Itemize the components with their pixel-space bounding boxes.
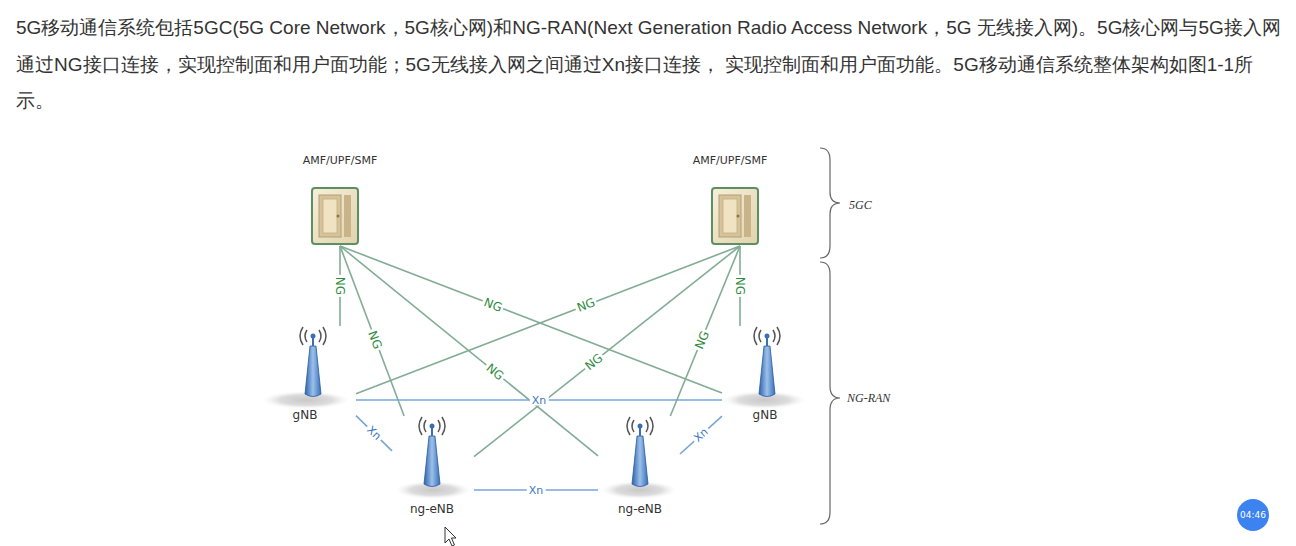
radio-wave [773, 330, 775, 342]
antenna-tip [638, 424, 643, 429]
antenna-tip [311, 334, 316, 339]
radio-wave [419, 417, 422, 435]
core-server-node: AMF/UPF/SMF [682, 150, 782, 246]
station-name: ng-eNB [599, 502, 681, 516]
server-case [712, 188, 758, 244]
server-door [719, 195, 741, 237]
server-door [319, 195, 341, 237]
base-station-node: ng-eNB [392, 416, 474, 520]
server-case [312, 188, 358, 244]
server-handle [337, 215, 340, 218]
core-server-node: AMF/UPF/SMF [290, 150, 390, 246]
mouse-cursor [445, 527, 456, 546]
xn-interface-link [356, 416, 392, 451]
radio-wave [319, 330, 321, 342]
ran-brace [820, 262, 840, 524]
antenna-body [305, 346, 321, 397]
interface-label: NG [334, 275, 346, 297]
radio-wave [442, 417, 445, 435]
radio-wave [438, 420, 440, 432]
radio-wave [424, 420, 426, 432]
ng-interface-link [340, 246, 722, 393]
antenna-body [632, 436, 648, 487]
base-station-node: gNB [722, 326, 814, 426]
group-label: NG-RAN [847, 391, 890, 406]
antenna-tip [765, 334, 770, 339]
core-brace [820, 148, 840, 258]
server-panel [323, 199, 337, 233]
server-name: AMF/UPF/SMF [680, 154, 780, 167]
interface-label: NG [734, 275, 746, 297]
radio-wave [323, 327, 326, 345]
station-name: ng-eNB [391, 502, 473, 516]
interface-label: NG [692, 327, 712, 352]
radio-wave [305, 330, 307, 342]
xn-interface-link [680, 416, 722, 454]
ng-interface-link [670, 246, 740, 416]
interface-label: Xn [527, 485, 546, 496]
radio-wave [646, 420, 648, 432]
server-panel [723, 199, 737, 233]
base-station-node: gNB [262, 326, 356, 426]
station-name: gNB [719, 408, 811, 422]
radio-wave [754, 327, 757, 345]
interface-label: Xn [530, 395, 549, 406]
antenna-body [759, 346, 775, 397]
radio-wave [650, 417, 653, 435]
interface-label: NG [581, 350, 606, 373]
base-station-node: ng-eNB [598, 416, 680, 520]
radio-wave [759, 330, 761, 342]
antenna-body [424, 436, 440, 487]
station-name: gNB [258, 408, 352, 422]
intro-paragraph: 5G移动通信系统包括5GC(5G Core Network，5G核心网)和NG-… [16, 10, 1282, 120]
radio-wave [300, 327, 303, 345]
radio-wave [777, 327, 780, 345]
server-side [344, 195, 351, 237]
ng-interface-link [474, 246, 740, 457]
interface-label: NG [574, 296, 599, 315]
radio-wave [627, 417, 630, 435]
server-handle [737, 215, 740, 218]
server-name: AMF/UPF/SMF [290, 154, 390, 167]
group-label: 5GC [849, 198, 872, 213]
server-side [744, 195, 751, 237]
interface-label: NG [482, 360, 507, 383]
ng-interface-link [356, 246, 740, 394]
antenna-tip [430, 424, 435, 429]
interface-label: NG [480, 295, 505, 314]
video-timestamp: 04:46 [1237, 499, 1269, 531]
radio-wave [632, 420, 634, 432]
interface-label: NG [366, 327, 385, 352]
